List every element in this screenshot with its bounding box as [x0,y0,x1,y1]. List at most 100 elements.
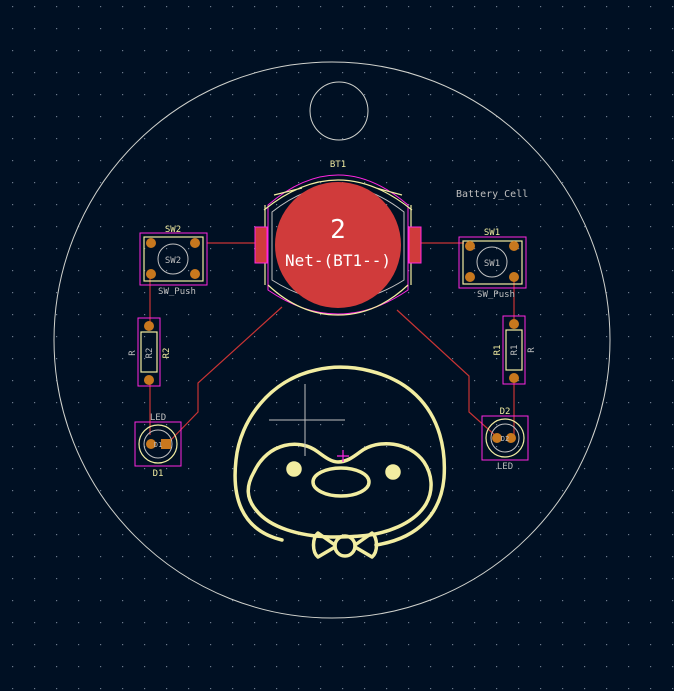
grid-dot [56,314,58,316]
battery-net-label: Net-(BT1--) [285,251,391,270]
grid-dot [628,556,630,558]
grid-dot [78,600,80,602]
grid-dot [12,138,14,140]
grid-dot [232,622,234,624]
grid-dot [56,446,58,448]
grid-dot [34,116,36,118]
grid-dot [430,270,432,272]
sw2-pad[interactable] [146,269,156,279]
grid-dot [78,336,80,338]
grid-dot [584,314,586,316]
d2-pad[interactable] [492,433,502,443]
resistor-footprint-r2[interactable]: R R2 R2 [128,317,172,387]
grid-dot [232,72,234,74]
grid-dot [210,50,212,52]
r1-pad[interactable] [509,373,519,383]
grid-dot [122,622,124,624]
grid-dot [562,50,564,52]
grid-dot [100,424,102,426]
r1-fab-label: R1 [510,345,520,356]
sw2-pad[interactable] [190,238,200,248]
grid-dot [12,490,14,492]
sw2-pad[interactable] [146,238,156,248]
grid-dot [540,292,542,294]
grid-dot [232,578,234,580]
grid-dot [562,402,564,404]
penguin-silkscreen-art [233,365,447,559]
grid-dot [122,336,124,338]
grid-dot [342,688,344,690]
d1-pad[interactable] [146,439,156,449]
grid-dot [100,556,102,558]
grid-dot [254,336,256,338]
grid-dot [78,50,80,52]
grid-dot [56,116,58,118]
grid-dot [650,160,652,162]
grid-dot [166,666,168,668]
grid-dot [452,6,454,8]
grid-dot [276,578,278,580]
grid-dot [144,94,146,96]
grid-dot [100,446,102,448]
grid-dot [166,138,168,140]
grid-dot [452,138,454,140]
grid-dot [584,622,586,624]
grid-dot [342,446,344,448]
penguin-eye-left [286,461,302,477]
sw1-pad[interactable] [509,241,519,251]
grid-dot [144,28,146,30]
battery-center-pad[interactable] [275,182,401,308]
grid-dot [474,6,476,8]
grid-dot [56,688,58,690]
grid-dot [650,512,652,514]
switch-footprint-sw2[interactable]: SW2 SW2 SW_Push [139,225,208,297]
grid-dot [518,622,520,624]
grid-dot [166,94,168,96]
grid-dot [232,358,234,360]
grid-dot [34,512,36,514]
grid-dot [166,380,168,382]
grid-dot [12,446,14,448]
r1-pad[interactable] [509,319,519,329]
grid-dot [254,358,256,360]
grid-dot [188,556,190,558]
grid-dot [386,138,388,140]
grid-dot [364,336,366,338]
grid-dot [562,556,564,558]
r2-pad[interactable] [144,375,154,385]
grid-dot [584,138,586,140]
grid-dot [562,424,564,426]
tracks-layer [149,242,515,446]
grid-dot [518,446,520,448]
grid-layer [12,6,674,690]
led-footprint-d2[interactable]: D2 D2 LED [481,407,529,472]
crosshair-marker [269,384,345,456]
grid-dot [12,270,14,272]
d1-pad[interactable] [161,439,171,449]
grid-dot [364,116,366,118]
grid-dot [298,446,300,448]
grid-dot [188,182,190,184]
r2-pad[interactable] [144,321,154,331]
grid-dot [144,402,146,404]
grid-dot [100,688,102,690]
grid-dot [320,446,322,448]
grid-dot [562,72,564,74]
d2-pad[interactable] [506,433,516,443]
grid-dot [606,666,608,668]
battery-footprint-bt1[interactable]: 2 Net-(BT1--) BT1 Battery_Cell [254,160,528,316]
sw1-pad[interactable] [465,272,475,282]
led-footprint-d1[interactable]: D1 LED D1 [134,413,182,479]
grid-dot [320,644,322,646]
anchor-markers [269,384,349,462]
sw1-pad[interactable] [465,241,475,251]
grid-dot [342,402,344,404]
resistor-footprint-r1[interactable]: R1 R1 R [493,315,537,385]
grid-dot [56,50,58,52]
sw2-pad[interactable] [190,269,200,279]
sw1-pad[interactable] [509,272,519,282]
grid-dot [144,116,146,118]
grid-dot [188,468,190,470]
switch-footprint-sw1[interactable]: SW1 SW1 SW_Push [458,228,527,300]
